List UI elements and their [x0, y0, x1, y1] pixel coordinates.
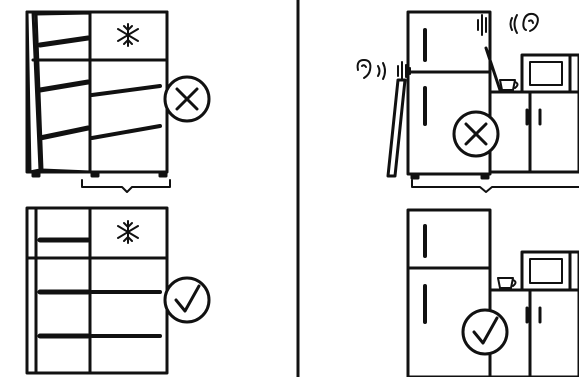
snowflake-icon — [117, 23, 139, 47]
microwave-icon — [520, 53, 579, 94]
fridge-body — [25, 10, 169, 174]
left-bottom-panel — [25, 206, 211, 375]
microwave-icon — [520, 250, 579, 292]
shelf — [90, 124, 162, 140]
open-door — [386, 78, 407, 178]
cup-icon — [499, 79, 519, 91]
ear-icon — [356, 59, 372, 79]
right-top-panel — [356, 10, 579, 193]
check-in-circle-icon — [163, 276, 211, 324]
bracket-icon — [411, 179, 579, 193]
cross-in-circle-icon — [452, 110, 500, 158]
shelf — [90, 84, 162, 97]
fridge-left-door — [25, 10, 92, 174]
bracket-icon — [81, 179, 171, 193]
right-bottom-panel — [406, 208, 579, 377]
cross-in-circle-icon — [163, 75, 211, 123]
cabinet — [488, 90, 579, 174]
sound-wave-icon — [377, 61, 411, 81]
ear-icon — [522, 12, 539, 32]
cup-icon — [497, 277, 517, 289]
left-top-panel — [25, 10, 211, 193]
check-in-circle-icon — [461, 308, 509, 356]
sound-wave-icon — [477, 14, 518, 36]
snowflake-icon — [117, 220, 139, 244]
